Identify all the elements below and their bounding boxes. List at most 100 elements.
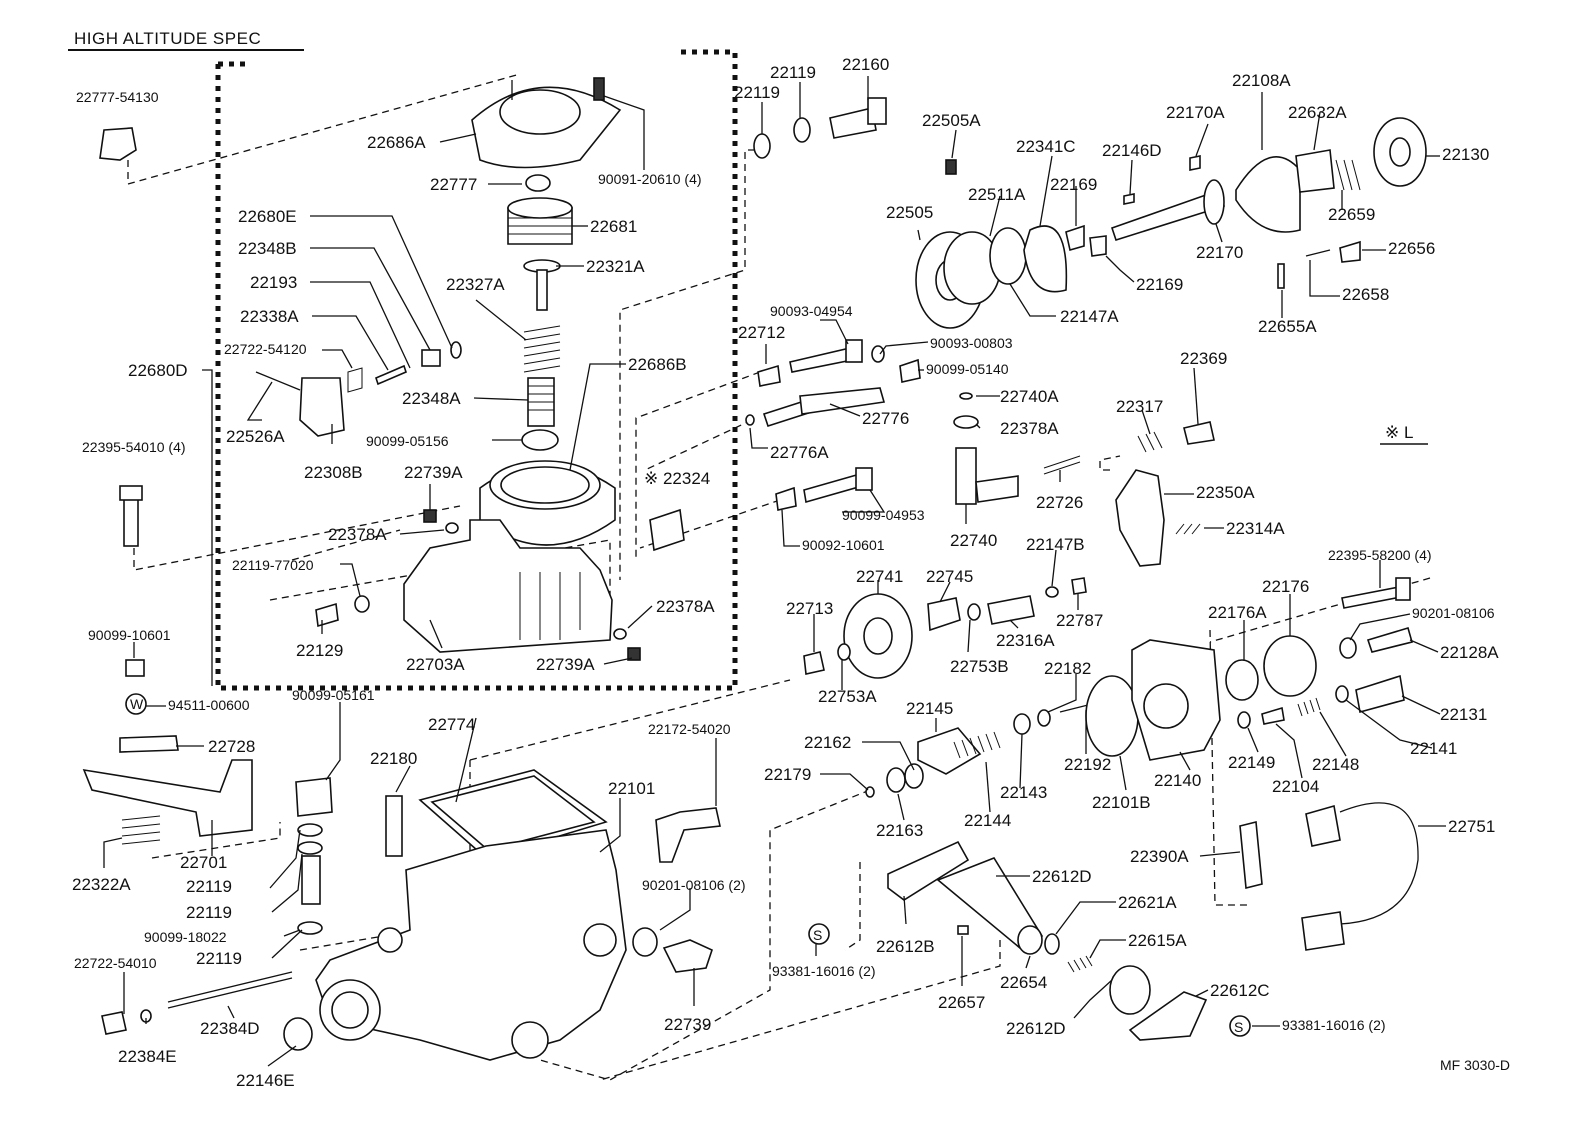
label-22777: 22777 xyxy=(430,175,477,194)
label-22612D-top: 22612D xyxy=(1032,867,1092,886)
label-22163: 22163 xyxy=(876,821,923,840)
label-93381-16016-b: 93381-16016 (2) xyxy=(1282,1017,1386,1033)
label-22119-a: 22119 xyxy=(186,877,232,896)
label-22348A: 22348A xyxy=(402,389,461,408)
label-22390A: 22390A xyxy=(1130,847,1189,866)
label-22182: 22182 xyxy=(1044,659,1091,678)
label-22101B: 22101B xyxy=(1092,793,1151,812)
label-90201-08106: 90201-08106 xyxy=(1412,605,1495,621)
label-22147A: 22147A xyxy=(1060,307,1119,326)
label-22348B: 22348B xyxy=(238,239,297,258)
label-22324: ※ 22324 xyxy=(644,469,710,488)
label-22384E: 22384E xyxy=(118,1047,177,1066)
label-22701: 22701 xyxy=(180,853,227,872)
svg-text:S: S xyxy=(1234,1019,1243,1035)
label-22615A: 22615A xyxy=(1128,931,1187,950)
label-22327A: 22327A xyxy=(446,275,505,294)
label-22739A-bottom: 22739A xyxy=(536,655,595,674)
label-22176A: 22176A xyxy=(1208,603,1267,622)
label-22680E: 22680E xyxy=(238,207,297,226)
label-22101: 22101 xyxy=(608,779,655,798)
label-22128A: 22128A xyxy=(1440,643,1499,662)
label-22170: 22170 xyxy=(1196,243,1243,262)
assembly-lines xyxy=(127,73,1431,1081)
label-22751: 22751 xyxy=(1448,817,1495,836)
label-22104: 22104 xyxy=(1272,777,1319,796)
label-90099-05161: 90099-05161 xyxy=(292,687,375,703)
label-22108A: 22108A xyxy=(1232,71,1291,90)
label-22131: 22131 xyxy=(1440,705,1487,724)
label-22787: 22787 xyxy=(1056,611,1103,630)
label-22170A: 22170A xyxy=(1166,103,1225,122)
label-22180: 22180 xyxy=(370,749,417,768)
label-22612C: 22612C xyxy=(1210,981,1270,1000)
label-22119-top2: 22119 xyxy=(770,63,816,82)
label-22314A: 22314A xyxy=(1226,519,1285,538)
label-22713: 22713 xyxy=(786,599,833,618)
label-22740A: 22740A xyxy=(1000,387,1059,406)
label-22160: 22160 xyxy=(842,55,889,74)
label-22657: 22657 xyxy=(938,993,985,1012)
label-22176: 22176 xyxy=(1262,577,1309,596)
label-22338A: 22338A xyxy=(240,307,299,326)
label-22148: 22148 xyxy=(1312,755,1359,774)
label-22722-54010: 22722-54010 xyxy=(74,955,157,971)
label-22680D: 22680D xyxy=(128,361,188,380)
footer-code: MF 3030-D xyxy=(1440,1057,1510,1073)
label-22369: 22369 xyxy=(1180,349,1227,368)
label-22612D-bottom: 22612D xyxy=(1006,1019,1066,1038)
label-22341C: 22341C xyxy=(1016,137,1076,156)
label-22141: 22141 xyxy=(1410,739,1457,758)
label-22317: 22317 xyxy=(1116,397,1163,416)
label-90093-00803: 90093-00803 xyxy=(930,335,1013,351)
label-90099-05140: 90099-05140 xyxy=(926,361,1009,377)
label-93381-16016-a: 93381-16016 (2) xyxy=(772,963,876,979)
label-90099-05156: 90099-05156 xyxy=(366,433,449,449)
label-22681: 22681 xyxy=(590,217,637,236)
svg-text:S: S xyxy=(813,927,822,943)
label-22632A: 22632A xyxy=(1288,103,1347,122)
high-altitude-boundary xyxy=(215,49,738,691)
label-22149: 22149 xyxy=(1228,753,1275,772)
label-22686B: 22686B xyxy=(628,355,687,374)
label-22395-58200: 22395-58200 (4) xyxy=(1328,547,1432,563)
label-22526A: 22526A xyxy=(226,427,285,446)
label-22612B: 22612B xyxy=(876,937,935,956)
label-22384D: 22384D xyxy=(200,1019,260,1038)
label-22712: 22712 xyxy=(738,323,785,342)
label-22321A: 22321A xyxy=(586,257,645,276)
label-22378A-left: 22378A xyxy=(328,525,387,544)
label-22308B: 22308B xyxy=(304,463,363,482)
label-22179: 22179 xyxy=(764,765,811,784)
label-90093-04954: 90093-04954 xyxy=(770,303,853,319)
label-22728: 22728 xyxy=(208,737,255,756)
label-22172-54020: 22172-54020 xyxy=(648,721,731,737)
label-22146D: 22146D xyxy=(1102,141,1162,160)
label-22739: 22739 xyxy=(664,1015,711,1034)
label-22686A: 22686A xyxy=(367,133,426,152)
label-22777-54130: 22777-54130 xyxy=(76,89,159,105)
callout-labels: 22777-54130 22686A 22777 90091-20610 (4)… xyxy=(72,55,1499,1090)
label-22740: 22740 xyxy=(950,531,997,550)
label-22739A-top: 22739A xyxy=(404,463,463,482)
label-22119-77020: 22119-77020 xyxy=(232,557,314,573)
label-22745: 22745 xyxy=(926,567,973,586)
svg-text:W: W xyxy=(130,696,144,712)
label-22654: 22654 xyxy=(1000,973,1047,992)
label-22378A-right: 22378A xyxy=(656,597,715,616)
label-22147B: 22147B xyxy=(1026,535,1085,554)
label-22146E: 22146E xyxy=(236,1071,295,1090)
label-22144: 22144 xyxy=(964,811,1011,830)
label-22350A: 22350A xyxy=(1196,483,1255,502)
leader-lines xyxy=(103,76,1446,1067)
label-22145: 22145 xyxy=(906,699,953,718)
label-22655A: 22655A xyxy=(1258,317,1317,336)
label-22703A: 22703A xyxy=(406,655,465,674)
note-symbol: ※ L xyxy=(1385,423,1413,442)
label-22753A: 22753A xyxy=(818,687,877,706)
label-22722-54120: 22722-54120 xyxy=(224,341,307,357)
label-22193: 22193 xyxy=(250,273,297,292)
label-22169-bottom: 22169 xyxy=(1136,275,1183,294)
label-94511-00600: 94511-00600 xyxy=(168,697,250,713)
label-90099-10601: 90099-10601 xyxy=(88,627,171,643)
